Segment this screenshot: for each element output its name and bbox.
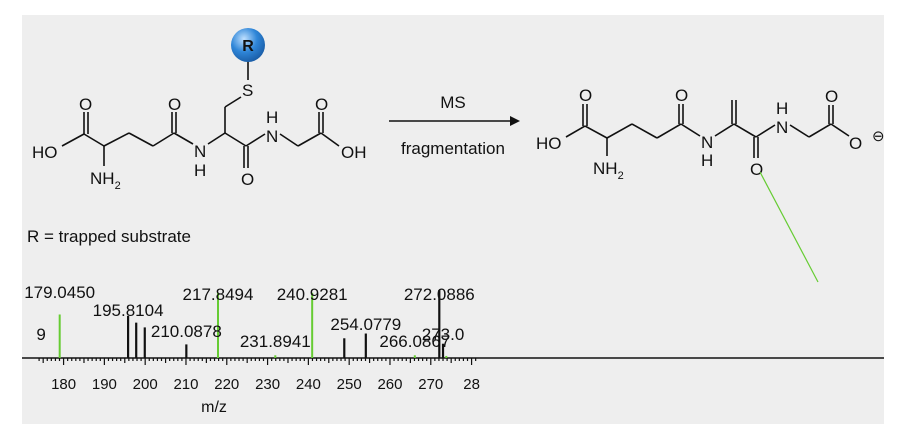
atom-o: O [241,170,254,189]
product-structure [565,100,850,158]
atom-h-amide-2: H [266,108,278,127]
x-tick-label: 180 [51,376,76,393]
bond [565,125,586,138]
x-axis-label: m/z [201,399,227,416]
substituent-r-badge: R [231,28,265,62]
arrow-label-bottom: fragmentation [401,139,505,158]
bond [279,133,299,147]
atom-oh: OH [341,143,367,162]
peak-mz-label: 179.0450 [24,283,95,302]
atom-o: O [579,86,592,105]
x-tick-label: 240 [296,376,321,393]
reaction-arrow: MS fragmentation [389,93,520,158]
x-tick-label: 210 [173,376,198,393]
bond [631,123,658,139]
peak-mz-label: 240.9281 [277,285,348,304]
atom-ho: HO [32,143,58,162]
atom-o: O [168,95,181,114]
reactant-structure [61,54,340,168]
atom-nh2: NH2 [593,159,624,182]
atom-o: O [79,95,92,114]
atom-o: O [675,86,688,105]
product-atoms: HO O NH2 O N H O H N O O ⊖ [536,86,885,182]
legend-text: R = trapped substrate [27,227,191,246]
bond [320,132,340,147]
bond [207,132,226,145]
atom-n-amide-2: N [266,127,278,146]
mass-spectrum: 180 190 200 210 220 230 240 250 260 270 28 179.0450… [22,283,884,393]
bond [83,133,105,147]
atom-n-amide-1: N [194,142,206,161]
bond [606,123,633,139]
arrow-label-top: MS [440,93,466,112]
bond [733,123,757,138]
bond [680,123,701,137]
peak-mz-label: 231.8941 [240,332,311,351]
bond [830,123,850,137]
peak-mz-label: 217.8494 [183,285,254,304]
atom-nh2: NH2 [90,169,121,192]
peak-mz-label: 195.8104 [93,301,164,320]
substituent-symbol: R [242,38,254,55]
peak-mz-label: 266.0867 [379,332,450,351]
x-tick-label: 230 [255,376,280,393]
peak-mz-label: 272.0886 [404,285,475,304]
fragment-connector-line [759,171,819,283]
peak-mz-label: 9 [36,325,45,344]
x-tick-label: 200 [133,376,158,393]
atom-s: S [242,81,253,100]
peak-mz-label: 273.0 [422,325,465,344]
atom-o: O [750,160,763,179]
bond [755,124,776,138]
atom-o: O [849,134,862,153]
peak-mz-label: 254.0779 [330,315,401,334]
reactant-atoms: HO O NH2 O N H S O H N O OH [32,81,367,192]
atom-n-amide-2: N [776,118,788,137]
negative-charge: ⊖ [872,128,885,145]
atom-n-amide-1: N [701,133,713,152]
bond [656,123,682,139]
atom-o: O [315,95,328,114]
bond [224,132,247,147]
atom-o: O [825,87,838,106]
x-tick-label: 28 [463,376,480,393]
atom-h-amide-2: H [776,99,788,118]
bond [103,132,130,147]
x-tick-label: 260 [377,376,402,393]
x-tick-label: 220 [214,376,239,393]
atom-h-amide-1: H [194,161,206,180]
figure-panel [22,15,884,424]
bond [173,132,194,145]
bond [128,132,154,147]
arrow-head [510,116,520,126]
bond [245,133,266,147]
substituent-circle [231,28,265,62]
bond [61,133,85,147]
bond [224,96,242,108]
bond [152,132,175,147]
x-tick-label: 250 [337,376,362,393]
bond [789,124,810,138]
atom-h-amide-1: H [701,151,713,170]
bond [584,125,608,139]
peak-mz-label: 210.0878 [151,322,222,341]
x-tick-label: 190 [92,376,117,393]
bond [297,132,322,147]
atom-ho: HO [536,134,562,153]
x-tick-label: 270 [418,376,443,393]
bond [714,123,735,137]
bond [808,123,832,138]
